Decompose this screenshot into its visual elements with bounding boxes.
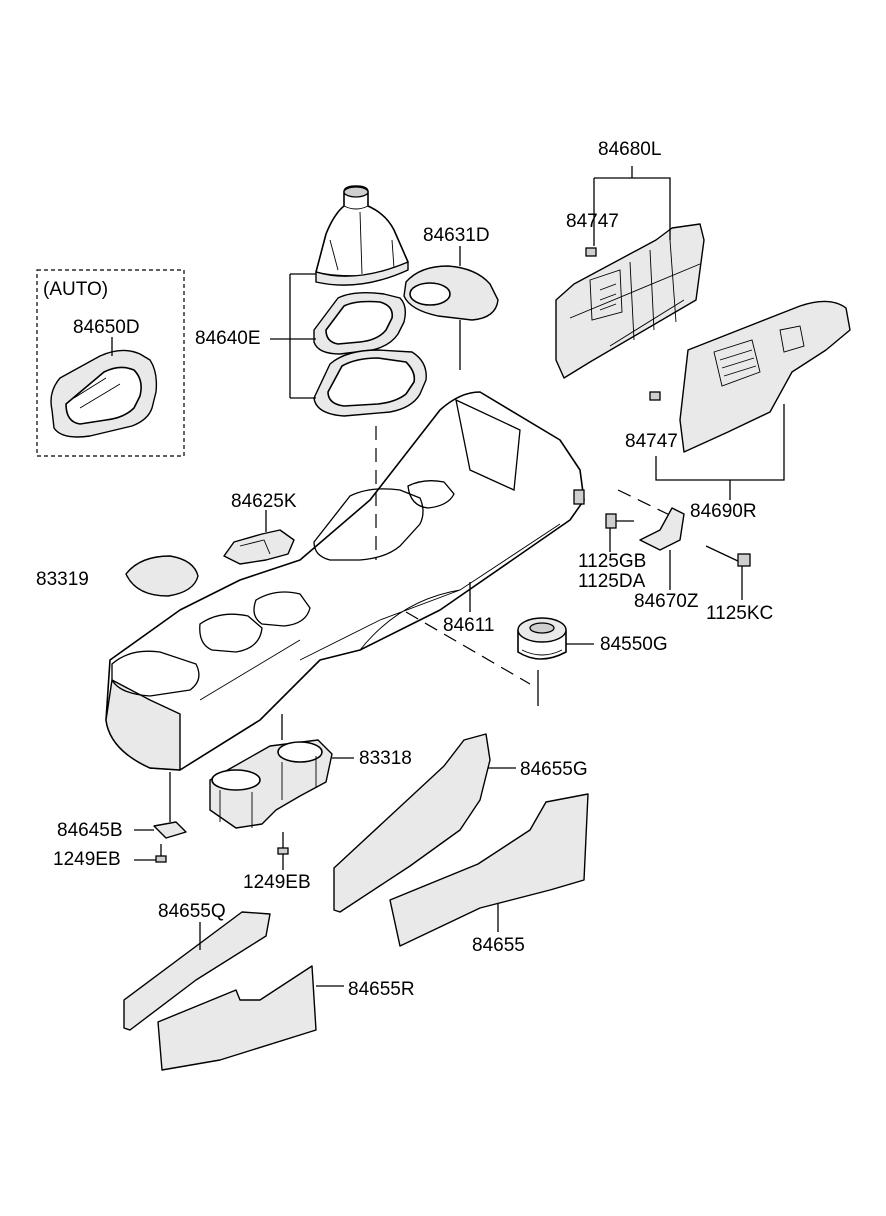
label-84655q: 84655Q	[158, 901, 226, 922]
label-84650d: 84650D	[73, 317, 140, 338]
cup-holder	[209, 739, 333, 829]
label-1249eb-right: 1249EB	[243, 872, 311, 893]
label-83318: 83318	[359, 748, 412, 769]
label-84747-upper: 84747	[566, 211, 619, 232]
screw-right	[277, 832, 289, 870]
cup-holder-bracket	[223, 529, 295, 565]
label-1125da: 1125DA	[578, 571, 646, 592]
label-84640e: 84640E	[195, 328, 261, 349]
label-84611: 84611	[443, 615, 495, 636]
shift-bezel-lower	[313, 349, 427, 417]
label-1125gb: 1125GB	[578, 551, 647, 572]
label-84655: 84655	[472, 935, 525, 956]
label-83319: 83319	[36, 569, 89, 590]
trim-strip-84655q	[123, 911, 271, 1031]
bolt-1125kc	[705, 545, 751, 567]
shift-bezel-auto	[50, 349, 158, 438]
console-tray-pad	[403, 265, 499, 321]
label-84690r: 84690R	[690, 501, 757, 522]
console-mat	[125, 555, 199, 597]
shift-bezel-upper	[313, 291, 407, 355]
ash-tray-cup	[517, 617, 567, 660]
bracket-84670z	[639, 507, 685, 551]
label-84670z: 84670Z	[634, 591, 699, 612]
label-84645b: 84645B	[57, 820, 123, 841]
label-84655g: 84655G	[520, 759, 588, 780]
label-84550g: 84550G	[600, 634, 668, 655]
shift-boot	[315, 185, 409, 286]
side-cover-left	[555, 223, 705, 379]
screw-left	[155, 844, 167, 863]
label-1125kc: 1125KC	[706, 603, 774, 624]
side-trim-84655	[389, 793, 589, 947]
label-auto: (AUTO)	[43, 279, 109, 300]
label-84631d: 84631D	[423, 225, 490, 246]
side-trim-84655g	[333, 733, 491, 913]
center-console-body	[105, 391, 585, 771]
clip	[153, 821, 187, 839]
label-84747-lower: 84747	[625, 431, 678, 452]
side-cover-right	[649, 300, 851, 453]
bolt-1125gb	[605, 513, 634, 529]
label-84680l: 84680L	[598, 139, 662, 160]
label-84625k: 84625K	[231, 491, 297, 512]
label-84655r: 84655R	[348, 979, 415, 1000]
trim-strip-84655r	[157, 965, 317, 1071]
label-1249eb-left: 1249EB	[53, 849, 121, 870]
auto-option-box	[36, 269, 185, 457]
